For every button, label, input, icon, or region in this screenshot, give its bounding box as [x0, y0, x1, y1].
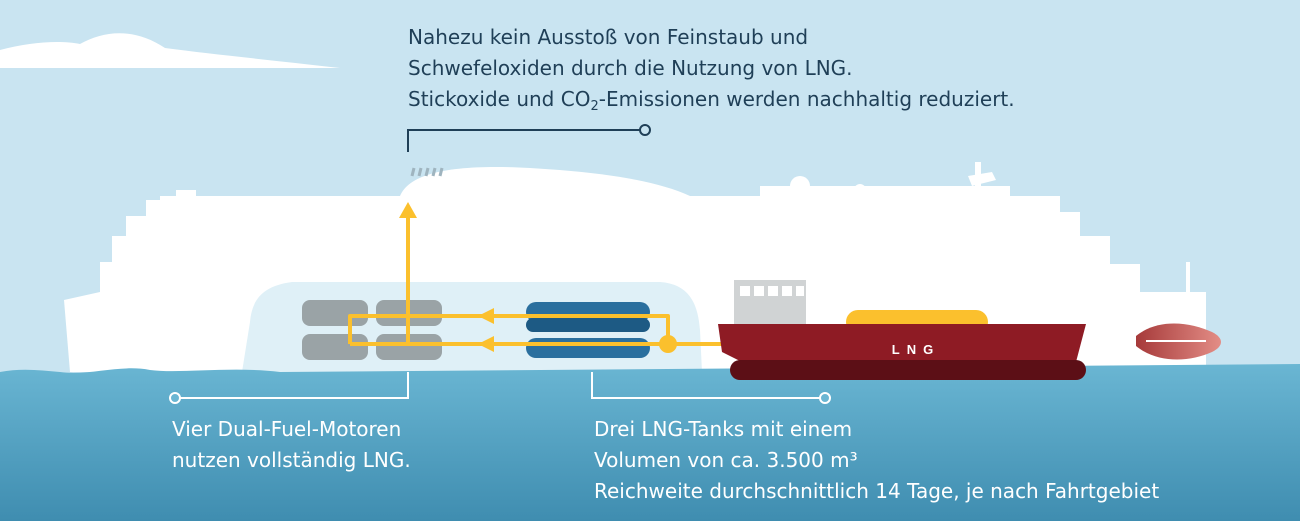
- callout-engines: [169, 372, 409, 404]
- emissions-line-3-post: -Emissionen werden nachhaltig reduziert.: [598, 87, 1015, 111]
- sea: [0, 364, 1300, 521]
- emissions-line-3-pre: Stickoxide und CO: [408, 87, 591, 111]
- tanks-annotation: Drei LNG-Tanks mit einem Volumen von ca.…: [594, 414, 1159, 507]
- cloud-shape: [0, 33, 340, 68]
- engines-annotation: Vier Dual-Fuel-Motoren nutzen vollständi…: [172, 414, 411, 476]
- tanks-line-3: Reichweite durchschnittlich 14 Tage, je …: [594, 479, 1160, 503]
- tanker-hull: [718, 324, 1086, 362]
- lng-tank-3: [526, 338, 650, 358]
- lng-tanks-group: [526, 302, 650, 358]
- emissions-annotation: Nahezu kein Ausstoß von Feinstaub und Sc…: [408, 22, 1015, 115]
- tanker-label: LNG: [892, 342, 940, 357]
- lng-tank-2: [526, 318, 650, 332]
- co2-subscript: 2: [590, 99, 599, 114]
- funnel-vent: [410, 167, 444, 177]
- engine-4: [376, 334, 442, 360]
- engine-3: [302, 334, 368, 360]
- callout-tanks: [591, 372, 831, 404]
- tanker-keel: [730, 360, 1086, 380]
- emissions-line-3: Stickoxide und CO2-Emissionen werden nac…: [408, 84, 1015, 115]
- callout-emissions: [407, 124, 651, 152]
- flow-junction: [659, 335, 677, 353]
- tanks-line-2: Volumen von ca. 3.500 m³: [594, 448, 858, 472]
- tanks-line-1: Drei LNG-Tanks mit einem: [594, 417, 853, 441]
- engines-line-2: nutzen vollständig LNG.: [172, 448, 411, 472]
- engines-line-1: Vier Dual-Fuel-Motoren: [172, 417, 402, 441]
- engine-1: [302, 300, 368, 326]
- emissions-line-2: Schwefeloxiden durch die Nutzung von LNG…: [408, 56, 853, 80]
- lng-tanker: LNG: [718, 280, 1086, 380]
- emissions-line-1: Nahezu kein Ausstoß von Feinstaub und: [408, 25, 809, 49]
